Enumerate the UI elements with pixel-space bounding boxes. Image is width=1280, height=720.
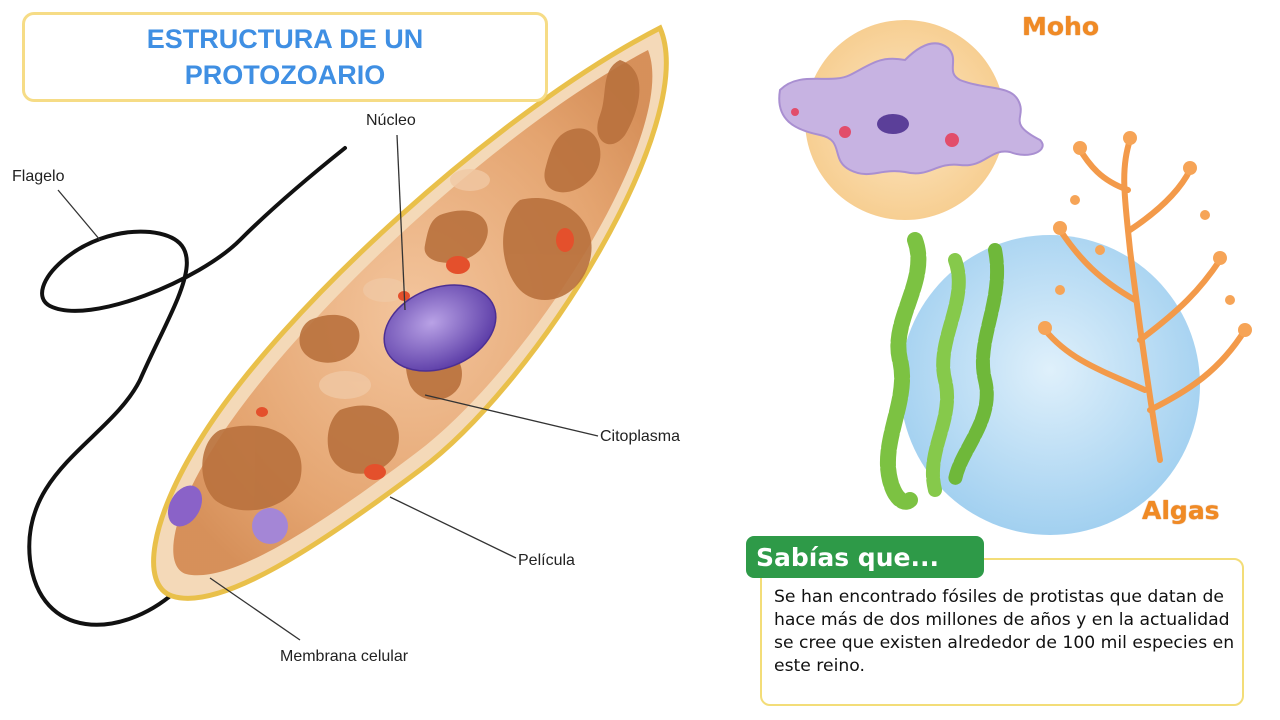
flagellum — [27, 146, 347, 627]
label-algas: Algas — [1142, 496, 1220, 525]
moho-organism — [778, 42, 1044, 175]
moho-illustration — [778, 20, 1044, 220]
nucleus — [383, 284, 497, 372]
label-flagelo: Flagelo — [12, 168, 65, 185]
vacuoles — [319, 169, 490, 399]
algas-illustration — [879, 131, 1252, 535]
small-vacuole-purple-1 — [167, 485, 203, 527]
label-pelicula: Película — [518, 552, 575, 569]
orange-alga — [1042, 137, 1248, 463]
red-spots — [256, 228, 574, 480]
leader-lines — [57, 134, 599, 641]
title-box: ESTRUCTURA DE UN PROTOZOARIO — [22, 12, 548, 102]
info-box — [760, 558, 1244, 706]
small-vacuole-purple-2 — [252, 508, 288, 544]
info-text: Se han encontrado fósiles de protistas q… — [774, 587, 1235, 676]
protozoan-cell — [151, 24, 669, 601]
label-citoplasma: Citoplasma — [600, 428, 681, 445]
label-membrana: Membrana celular — [280, 648, 409, 665]
green-alga-3 — [948, 243, 1005, 487]
organelles — [202, 60, 640, 511]
page-title: ESTRUCTURA DE UN PROTOZOARIO — [146, 23, 424, 90]
green-alga-2 — [925, 253, 966, 497]
green-alga-1 — [879, 232, 927, 510]
orange-alga-tips — [1038, 131, 1252, 337]
info-tab: Sabías que... — [746, 536, 984, 578]
label-moho: Moho — [1022, 12, 1100, 41]
label-nucleo: Núcleo — [366, 112, 416, 129]
